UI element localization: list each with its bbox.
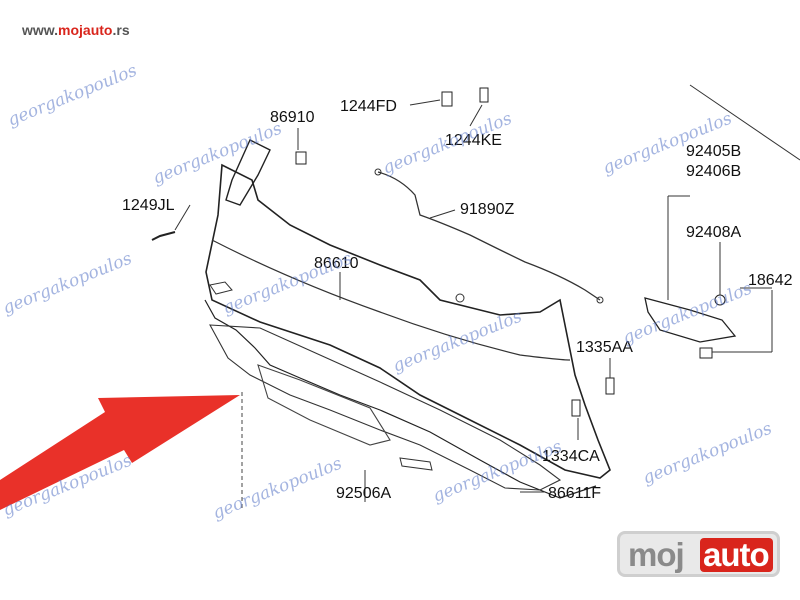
harness-connector [596,296,604,304]
reflector-opening-right [399,457,433,471]
harness-clip [455,293,465,303]
reflector-opening-left [209,281,233,295]
bumper-cover-outline [205,163,611,479]
label-1244KE: 1244KE [445,132,502,149]
nut-86910 [295,151,307,165]
label-86611F: 86611F [548,485,601,502]
lower-diffuser [209,324,562,491]
label-1335AA: 1335AA [576,339,633,356]
clip-1334CA [571,399,581,417]
logo-text-auto: auto [703,536,770,573]
clip-1244FD [441,91,453,107]
label-92408A: 92408A [686,224,741,241]
bumper-crease-line [211,239,571,361]
bumper-lip [204,299,597,499]
screw-1249JL [151,231,176,241]
url-suffix: .rs [112,22,130,38]
leader-lines [174,84,800,502]
diffuser-opening [257,364,391,446]
socket-18642 [699,347,713,359]
label-92406B: 92406B [686,163,741,180]
reflector-bracket [644,297,737,343]
label-86610: 86610 [314,255,359,272]
label-1334CA: 1334CA [542,448,600,465]
logo-badge-auto: auto [700,536,773,573]
highlight-arrow [0,395,240,510]
label-86910: 86910 [270,109,315,126]
logo-text-moj: moj [628,536,685,573]
label-18642: 18642 [748,272,793,289]
bumper-upper-edge [225,139,271,206]
clip-1244KE [479,87,489,103]
label-1249JL: 1249JL [122,197,175,214]
wiring-harness [377,171,601,301]
label-91890Z: 91890Z [460,201,514,218]
clip-1335AA [605,377,615,395]
url-brand: mojauto [58,22,113,38]
harness-connector [374,168,382,176]
url-prefix: www. [22,22,59,38]
mojauto-logo: moj auto [617,531,780,577]
label-1244FD: 1244FD [340,98,397,115]
site-url[interactable]: www.mojauto.rs [22,22,130,38]
label-92506A: 92506A [336,485,391,502]
label-92405B: 92405B [686,143,741,160]
